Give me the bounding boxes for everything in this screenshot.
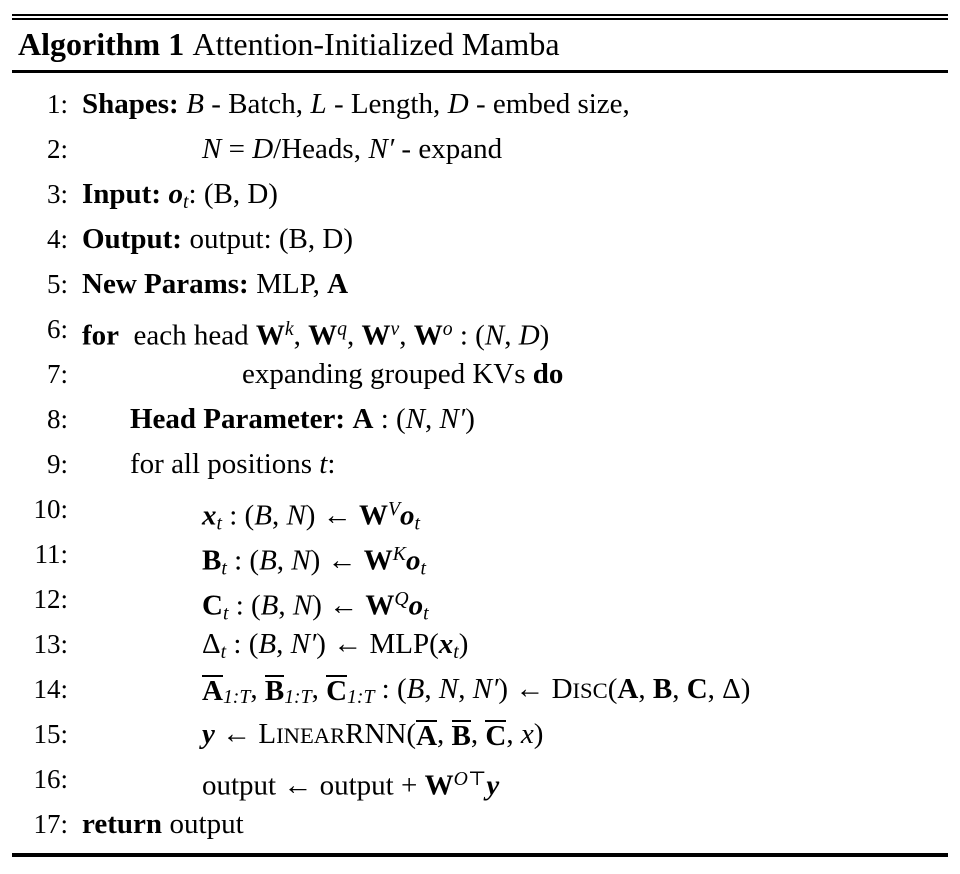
bottom-rule — [12, 853, 948, 857]
line-number: 9: — [46, 449, 68, 479]
label-disc: DISC — [551, 673, 608, 705]
line-content: Shapes:B - Batch,L - Length,D - embed si… — [82, 88, 630, 120]
line-content: for all positions t: — [130, 448, 336, 480]
line-number: 16: — [33, 764, 68, 794]
line-number: 5: — [46, 269, 68, 299]
line-content: A1:T, B1:T, C1:T : (B, N, N′) ← DISC(A, … — [202, 673, 751, 708]
line-content: Ct : (B, N) ← WQot — [202, 588, 429, 625]
line-number: 8: — [46, 404, 68, 434]
line-content: Output:output: (B, D) — [82, 223, 353, 255]
line-content: y ← LINEARRNN(A, B, C, x) — [202, 718, 544, 752]
line-number: 3: — [46, 179, 68, 209]
line-number: 14: — [33, 674, 68, 704]
line-content: Head Parameter:A : (N, N′) — [130, 403, 475, 435]
keyword-shapes: Shapes: — [82, 88, 179, 120]
keyword-head-parameter: Head Parameter: — [130, 403, 345, 435]
keyword-do: do — [532, 358, 564, 390]
line-number: 12: — [33, 584, 68, 614]
keyword-input: Input: — [82, 178, 161, 210]
line-number: 10: — [33, 494, 68, 524]
keyword-new-params: New Params: — [82, 268, 249, 300]
keyword-output: Output: — [82, 223, 182, 255]
algorithm-line: 13: Δt : (B, N′) ← MLP(xt) — [12, 622, 948, 667]
algorithm-line: 16: output ← output + WO⊤y — [12, 757, 948, 802]
line-content: xt : (B, N) ← WVot — [202, 498, 420, 535]
algorithm-line: 3: Input:ot: (B, D) — [12, 172, 948, 217]
label-linearrnn: LINEARRNN — [258, 718, 407, 750]
algorithm-line: 4: Output:output: (B, D) — [12, 217, 948, 262]
top-rule — [12, 14, 948, 16]
line-content: output ← output + WO⊤y — [202, 768, 500, 802]
line-content: Bt : (B, N) ← WKot — [202, 543, 426, 580]
algorithm-line: 15: y ← LINEARRNN(A, B, C, x) — [12, 712, 948, 757]
line-number: 4: — [46, 224, 68, 254]
line-number: 11: — [34, 539, 69, 569]
line-number: 1: — [46, 89, 68, 119]
algorithm-line: 9: for all positions t: — [12, 442, 948, 487]
algorithm-line: 1: Shapes:B - Batch,L - Length,D - embed… — [12, 82, 948, 127]
line-number: 13: — [33, 629, 68, 659]
line-number: 2: — [46, 134, 68, 164]
algorithm-lines: 1: Shapes:B - Batch,L - Length,D - embed… — [12, 82, 948, 847]
line-content: N = D/Heads,N′ - expand — [202, 133, 503, 165]
line-content: Input:ot: (B, D) — [82, 178, 278, 213]
line-number: 17: — [33, 809, 68, 839]
line-number: 7: — [46, 359, 68, 389]
algorithm-line: 14: A1:T, B1:T, C1:T : (B, N, N′) ← DISC… — [12, 667, 948, 712]
algorithm-line: 10: xt : (B, N) ← WVot — [12, 487, 948, 534]
line-number: 6: — [46, 314, 68, 344]
line-content: expanding grouped KVs do — [242, 358, 564, 390]
keyword-for: for — [82, 319, 120, 352]
header-rule — [12, 70, 948, 73]
algorithm-line: 12: Ct : (B, N) ← WQot — [12, 577, 948, 624]
line-content: New Params:MLP, A — [82, 268, 349, 300]
line-number: 15: — [33, 719, 68, 749]
algorithm-name: Attention-Initialized Mamba — [192, 26, 560, 62]
line-content: Δt : (B, N′) ← MLP(xt) — [202, 628, 469, 663]
label-mlp: MLP — [369, 628, 430, 660]
keyword-return: return — [82, 808, 163, 840]
algorithm-line: 2: N = D/Heads,N′ - expand — [12, 127, 948, 172]
algorithm-number: Algorithm 1 — [18, 26, 185, 62]
algorithm-line: 7: expanding grouped KVs do — [12, 352, 948, 397]
algorithm-line: 5: New Params:MLP, A — [12, 262, 948, 307]
algorithm-line: 11: Bt : (B, N) ← WKot — [12, 532, 948, 579]
algorithm-line: 8: Head Parameter:A : (N, N′) — [12, 397, 948, 442]
